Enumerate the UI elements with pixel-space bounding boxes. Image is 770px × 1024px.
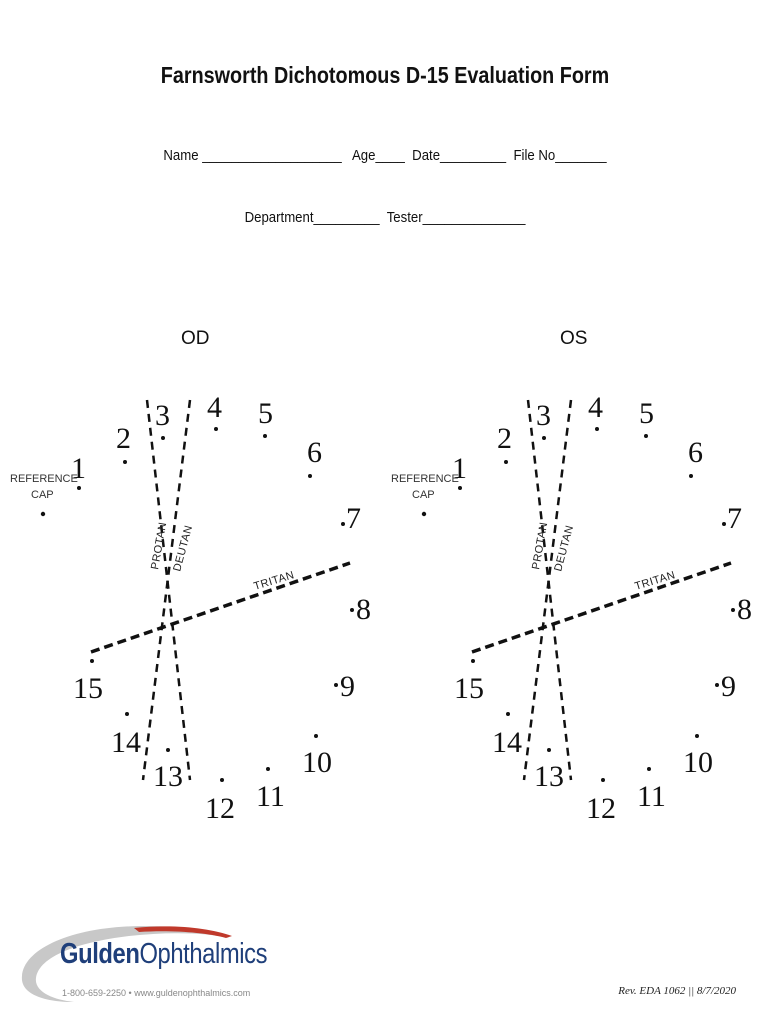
cap-7: 7 bbox=[346, 502, 361, 535]
cap-15-dot bbox=[471, 659, 475, 663]
reference-cap-dot bbox=[40, 511, 46, 517]
department-tester-line: Department_________ Tester______________ bbox=[244, 209, 526, 226]
form-title: Farnsworth Dichotomous D-15 Evaluation F… bbox=[160, 62, 610, 88]
cap-5: 5 bbox=[258, 397, 273, 430]
cap-6: 6 bbox=[688, 436, 703, 469]
cap-5-dot bbox=[644, 434, 648, 438]
reference-label: REFERENCE bbox=[10, 473, 78, 485]
logo-ophthalmics: Ophthalmics bbox=[139, 938, 268, 970]
cap-3-dot bbox=[161, 436, 165, 440]
cap-10: 10 bbox=[683, 746, 713, 779]
cap-1: 1 bbox=[71, 452, 86, 485]
cap-4: 4 bbox=[588, 391, 603, 424]
patient-info-line: Name ___________________ Age____ Date___… bbox=[163, 147, 607, 164]
revision-note: Rev. EDA 1062 || 8/7/2020 bbox=[618, 985, 736, 997]
protan-label: PROTAN bbox=[530, 521, 550, 570]
deutan-line bbox=[522, 399, 573, 781]
cap-12: 12 bbox=[205, 792, 235, 825]
os-diagram-svg: PROTAN DEUTAN TRITAN REFERENCE CAP 1 2 3… bbox=[391, 391, 752, 825]
cap-5: 5 bbox=[639, 397, 654, 430]
cap-2-dot bbox=[123, 460, 127, 464]
os-diagram: PROTAN DEUTAN TRITAN REFERENCE CAP 1 2 3… bbox=[381, 380, 766, 840]
logo-wordmark: GuldenOphthalmics bbox=[60, 938, 268, 971]
cap-12: 12 bbox=[586, 792, 616, 825]
reference-cap-label: CAP bbox=[31, 489, 54, 501]
cap-11: 11 bbox=[637, 780, 666, 813]
logo-gulden: Gulden bbox=[60, 938, 140, 970]
cap-3-dot bbox=[542, 436, 546, 440]
tritan-label: TRITAN bbox=[633, 569, 677, 593]
cap-3: 3 bbox=[536, 399, 551, 432]
cap-14-dot bbox=[125, 712, 129, 716]
reference-cap-label: CAP bbox=[412, 489, 435, 501]
cap-9-dot bbox=[334, 683, 338, 687]
os-label: OS bbox=[560, 328, 588, 349]
cap-9: 9 bbox=[340, 670, 355, 703]
cap-14: 14 bbox=[492, 726, 522, 759]
cap-8-dot bbox=[731, 608, 735, 612]
cap-10-dot bbox=[695, 734, 699, 738]
cap-4-dot bbox=[595, 427, 599, 431]
cap-13-dot bbox=[547, 748, 551, 752]
cap-14-dot bbox=[506, 712, 510, 716]
cap-12-dot bbox=[220, 778, 224, 782]
logo-contact: 1-800-659-2250 • www.guldenophthalmics.c… bbox=[62, 988, 251, 998]
cap-13: 13 bbox=[534, 760, 564, 793]
cap-7-dot bbox=[722, 522, 726, 526]
cap-13-dot bbox=[166, 748, 170, 752]
protan-line bbox=[526, 399, 573, 781]
cap-15-dot bbox=[90, 659, 94, 663]
cap-8: 8 bbox=[737, 593, 752, 626]
cap-7: 7 bbox=[727, 502, 742, 535]
cap-10-dot bbox=[314, 734, 318, 738]
cap-4: 4 bbox=[207, 391, 222, 424]
cap-1: 1 bbox=[452, 452, 467, 485]
cap-11: 11 bbox=[256, 780, 285, 813]
cap-6: 6 bbox=[307, 436, 322, 469]
cap-2: 2 bbox=[497, 422, 512, 455]
cap-6-dot bbox=[308, 474, 312, 478]
cap-2-dot bbox=[504, 460, 508, 464]
cap-9: 9 bbox=[721, 670, 736, 703]
cap-14: 14 bbox=[111, 726, 141, 759]
cap-8-dot bbox=[350, 608, 354, 612]
cap-6-dot bbox=[689, 474, 693, 478]
protan-line bbox=[145, 399, 192, 781]
od-diagram-svg: PROTAN DEUTAN TRITAN REFERENCE CAP 1 2 3… bbox=[10, 391, 371, 825]
deutan-line bbox=[141, 399, 192, 781]
od-label: OD bbox=[181, 328, 210, 349]
cap-11-dot bbox=[266, 767, 270, 771]
od-diagram: PROTAN DEUTAN TRITAN REFERENCE CAP 1 2 3… bbox=[0, 380, 385, 840]
logo-swoosh-icon bbox=[21, 926, 232, 1002]
tritan-line bbox=[90, 561, 351, 654]
tritan-line bbox=[471, 561, 732, 654]
cap-3: 3 bbox=[155, 399, 170, 432]
reference-label: REFERENCE bbox=[391, 473, 459, 485]
gulden-logo: GuldenOphthalmics 1-800-659-2250 • www.g… bbox=[14, 918, 274, 1008]
cap-15: 15 bbox=[454, 672, 484, 705]
cap-8: 8 bbox=[356, 593, 371, 626]
protan-label: PROTAN bbox=[149, 521, 169, 570]
cap-11-dot bbox=[647, 767, 651, 771]
reference-cap-dot bbox=[421, 511, 427, 517]
cap-7-dot bbox=[341, 522, 345, 526]
cap-12-dot bbox=[601, 778, 605, 782]
cap-13: 13 bbox=[153, 760, 183, 793]
cap-9-dot bbox=[715, 683, 719, 687]
cap-1-dot bbox=[458, 486, 462, 490]
cap-10: 10 bbox=[302, 746, 332, 779]
cap-4-dot bbox=[214, 427, 218, 431]
cap-5-dot bbox=[263, 434, 267, 438]
cap-2: 2 bbox=[116, 422, 131, 455]
cap-1-dot bbox=[77, 486, 81, 490]
tritan-label: TRITAN bbox=[252, 569, 296, 593]
cap-15: 15 bbox=[73, 672, 103, 705]
